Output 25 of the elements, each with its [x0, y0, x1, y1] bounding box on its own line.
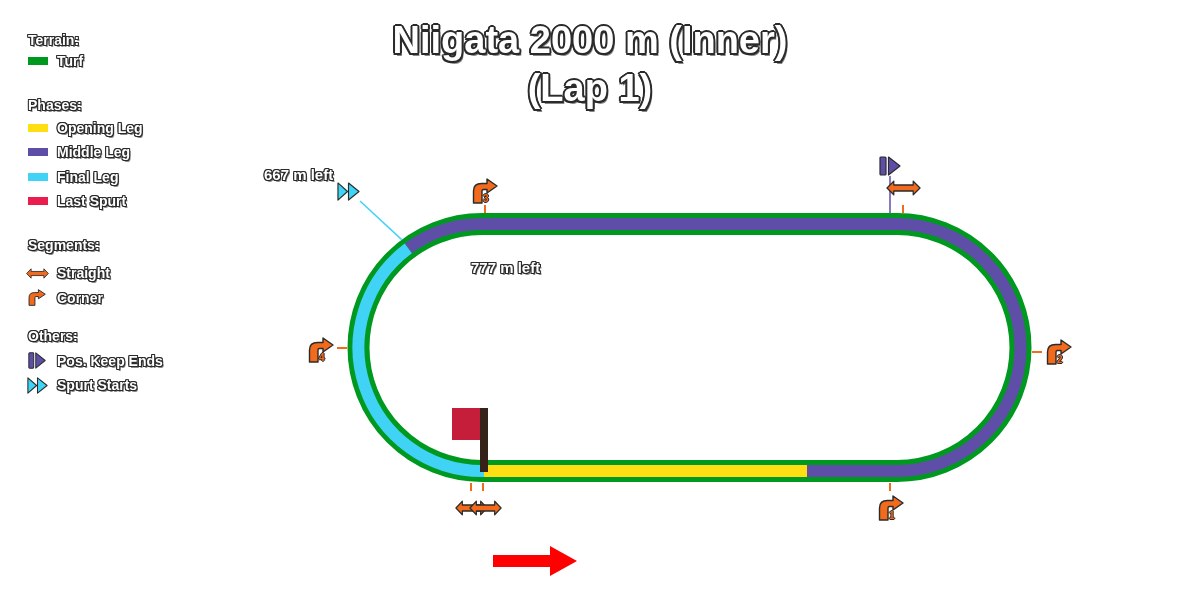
diagram-title: Niigata 2000 m (Inner) (Lap 1)	[370, 16, 810, 112]
corner-number: 3	[483, 193, 489, 204]
leader-line	[359, 200, 403, 241]
corner-number: 1	[889, 510, 895, 521]
legend-label: Last Spurt	[57, 193, 127, 209]
legend-label: Straight	[57, 265, 110, 281]
race-track	[347, 212, 1033, 484]
legend-heading: Phases:	[28, 97, 82, 113]
legend-label: Opening Leg	[57, 120, 143, 136]
legend-heading: Segments:	[28, 237, 100, 253]
distance-label: 667 m left	[264, 166, 334, 183]
legend-label: Pos. Keep Ends	[57, 353, 163, 369]
legend-heading: Others:	[28, 328, 78, 344]
corner-number: 4	[319, 352, 325, 363]
legend-label: Final Leg	[57, 169, 119, 185]
legend-heading: Terrain:	[28, 32, 80, 48]
distance-label: 777 m left	[471, 259, 541, 276]
spurt-start-icon	[337, 182, 360, 201]
legend-label: Turf	[57, 53, 84, 69]
position-keep-end-icon	[879, 156, 901, 176]
corner-number: 2	[1057, 354, 1063, 365]
leader-line	[889, 175, 891, 214]
legend-label: Spurt Starts	[57, 377, 138, 393]
legend-label: Middle Leg	[57, 144, 131, 160]
legend-label: Corner	[57, 290, 103, 306]
